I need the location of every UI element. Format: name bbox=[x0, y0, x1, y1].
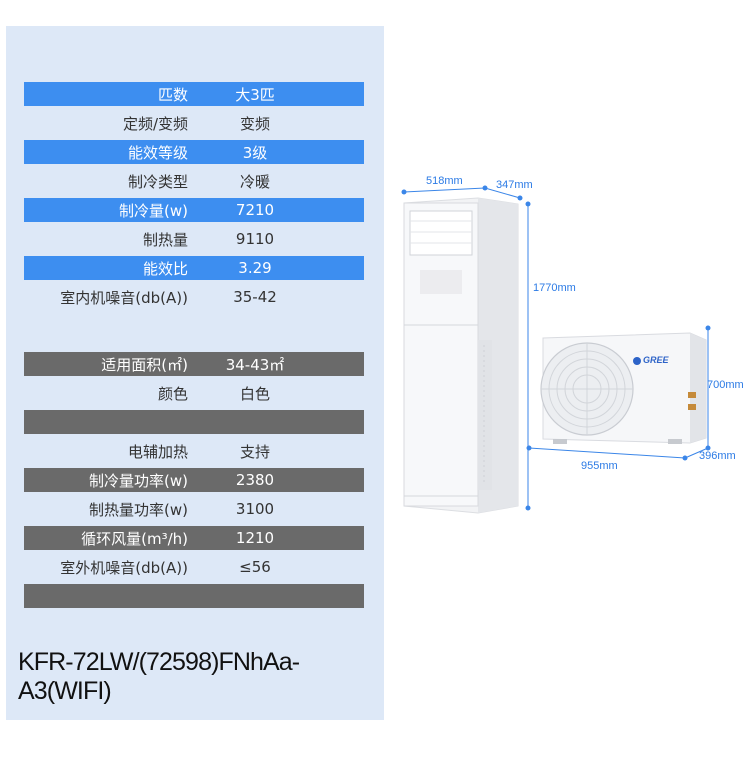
dim-indoor-width: 518mm bbox=[426, 175, 463, 187]
spec-label: 室内机噪音(db(A)) bbox=[60, 288, 188, 307]
spec-label: 室外机噪音(db(A)) bbox=[60, 558, 188, 577]
spec-label: 定频/变频 bbox=[122, 114, 188, 133]
spec-row: 室内机噪音(db(A)) 35-42 bbox=[24, 285, 364, 309]
dim-indoor-height: 1770mm bbox=[533, 282, 576, 294]
spec-value: 3100 bbox=[235, 500, 275, 518]
spec-label: 匹数 bbox=[157, 85, 188, 104]
spec-row bbox=[24, 410, 364, 434]
spec-label: 制冷量(w) bbox=[119, 201, 188, 220]
spec-label: 制冷量功率(w) bbox=[89, 471, 188, 490]
spec-value: 2380 bbox=[235, 471, 275, 489]
spec-value: 35-42 bbox=[233, 288, 277, 306]
dim-outdoor-width: 955mm bbox=[581, 460, 618, 472]
spec-label: 颜色 bbox=[157, 384, 188, 403]
spec-value: 34-43㎡ bbox=[225, 355, 285, 374]
spec-label: 制热量 bbox=[142, 230, 188, 249]
spec-value: 3级 bbox=[242, 143, 268, 162]
spec-row bbox=[24, 584, 364, 608]
spec-value: 7210 bbox=[235, 201, 275, 219]
dimension-lines bbox=[401, 185, 711, 511]
dim-indoor-depth: 347mm bbox=[496, 179, 533, 191]
spec-row: 制冷量(w) 7210 bbox=[24, 198, 364, 222]
spec-label: 电辅加热 bbox=[127, 442, 188, 461]
spec-row: 适用面积(㎡) 34-43㎡ bbox=[24, 352, 364, 376]
spec-row: 循环风量(m³/h) 1210 bbox=[24, 526, 364, 550]
spec-label: 能效等级 bbox=[127, 143, 188, 162]
spec-value: 变频 bbox=[239, 114, 270, 133]
spec-row: 制热量功率(w) 3100 bbox=[24, 497, 364, 521]
spec-value: 冷暖 bbox=[239, 172, 270, 191]
spec-row: 电辅加热 支持 bbox=[24, 439, 364, 463]
spec-value: 白色 bbox=[239, 384, 270, 403]
spec-label: 能效比 bbox=[142, 259, 188, 278]
dim-outdoor-height: 700mm bbox=[707, 379, 744, 391]
spec-row: 制热量 9110 bbox=[24, 227, 364, 251]
spec-value: 3.29 bbox=[238, 259, 272, 277]
spec-label: 循环风量(m³/h) bbox=[81, 529, 188, 548]
brand-logo: GREE bbox=[643, 355, 669, 365]
dim-outdoor-depth: 396mm bbox=[699, 450, 736, 462]
spec-label: 制冷类型 bbox=[127, 172, 188, 191]
spec-row: 定频/变频 变频 bbox=[24, 111, 364, 135]
spec-value: ≤56 bbox=[239, 558, 271, 576]
indoor-unit-icon bbox=[403, 197, 519, 514]
spec-value: 支持 bbox=[239, 442, 270, 461]
spec-value: 大3匹 bbox=[235, 85, 275, 104]
spec-row: 能效比 3.29 bbox=[24, 256, 364, 280]
spec-label: 制热量功率(w) bbox=[89, 500, 188, 519]
spec-value: 9110 bbox=[235, 230, 275, 248]
spec-label: 适用面积(㎡) bbox=[101, 355, 188, 374]
spec-row: 能效等级 3级 bbox=[24, 140, 364, 164]
spec-row: 制冷量功率(w) 2380 bbox=[24, 468, 364, 492]
spec-value: 1210 bbox=[235, 529, 275, 547]
model-number: KFR-72LW/(72598)FNhAa-A3(WIFI) bbox=[18, 648, 300, 705]
spec-row: 匹数 大3匹 bbox=[24, 82, 364, 106]
spec-row: 颜色 白色 bbox=[24, 381, 364, 405]
spec-row: 制冷类型 冷暖 bbox=[24, 169, 364, 193]
outdoor-unit-icon bbox=[540, 332, 707, 444]
spec-row: 室外机噪音(db(A)) ≤56 bbox=[24, 555, 364, 579]
